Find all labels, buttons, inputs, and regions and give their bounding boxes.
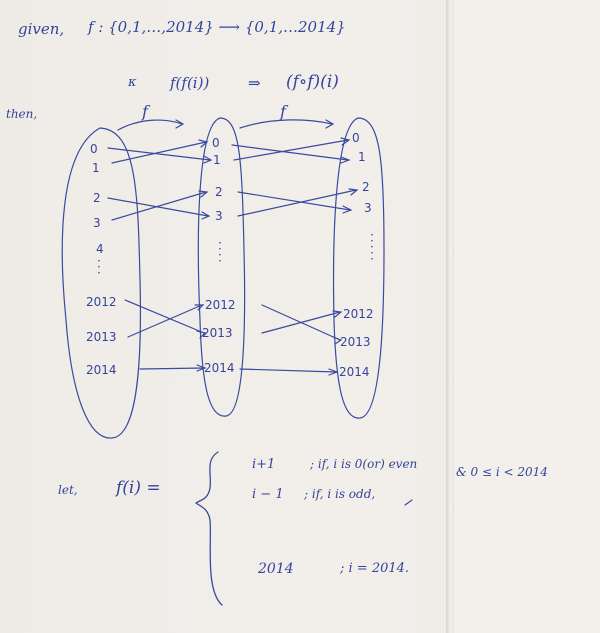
col1-item: 2013 <box>86 330 117 344</box>
composition-rhs: (f∘f)(i) <box>286 72 339 92</box>
case1-expression: i+1 <box>252 457 276 472</box>
f-arrow-1 <box>117 119 183 131</box>
case1-range: & 0 ≤ i < 2014 <box>456 465 548 479</box>
let-label: let, <box>58 483 78 497</box>
map-arrow <box>139 367 205 370</box>
case1-condition: ; if, i is 0(or) even <box>310 457 418 471</box>
col2-item: 2 <box>215 185 223 199</box>
then-label: then, <box>6 107 38 121</box>
map-arrow <box>231 144 349 161</box>
map-arrow <box>107 197 209 217</box>
col2-item: 2012 <box>205 298 236 312</box>
domain-oval <box>61 127 142 439</box>
col3-item: 2013 <box>340 335 371 349</box>
map-arrow <box>127 304 203 338</box>
map-arrow <box>107 147 211 161</box>
cases-brace <box>194 451 223 606</box>
col3-item: 2 <box>362 180 370 194</box>
map-arrow <box>237 189 357 217</box>
map-arrow <box>239 368 337 373</box>
case3-expression: 2014 <box>258 561 294 577</box>
col1-item: 1 <box>92 161 100 175</box>
map-arrow <box>124 299 205 334</box>
col2-item: 2014 <box>204 361 235 375</box>
f-of-i-label: f(i) = <box>116 478 161 498</box>
col2-item: 0 <box>212 136 220 150</box>
col3-item: 3 <box>364 201 372 215</box>
map-arrow <box>111 141 207 164</box>
case3-condition: ; i = 2014. <box>340 561 410 576</box>
notebook-spine <box>446 0 454 633</box>
ellipsis-dots: ···· <box>218 236 222 268</box>
col3-item: 0 <box>352 131 360 145</box>
col3-item: 2014 <box>339 365 370 379</box>
col3-item: 1 <box>358 150 366 164</box>
ellipsis-dots: ··· <box>97 254 101 280</box>
col3-item: 2012 <box>343 307 374 321</box>
col1-item: 0 <box>90 142 98 156</box>
map-arrow <box>261 311 341 334</box>
composition-lhs: f(f(i)) <box>170 74 210 92</box>
composition-prefix: κ <box>128 75 137 90</box>
col2-item: 3 <box>215 209 223 223</box>
col2-item: 2013 <box>202 326 233 340</box>
case2-expression: i − 1 <box>252 487 284 502</box>
ellipsis-dots: ····· <box>370 228 374 266</box>
case2-condition: ; if, i is odd, <box>304 487 376 501</box>
col1-item: 2012 <box>86 295 117 309</box>
f-label-2: f <box>280 102 286 121</box>
codomain-oval <box>332 117 385 419</box>
blank-right-page <box>454 0 600 633</box>
map-arrow <box>111 191 207 221</box>
col1-item: 3 <box>93 216 101 230</box>
f-arrow-2 <box>239 119 333 129</box>
function-definition: f : {0,1,…,2014} ⟶ {0,1,…2014} <box>88 18 346 36</box>
col1-item: 4 <box>96 242 104 256</box>
map-arrow <box>237 191 351 211</box>
col2-item: 1 <box>213 153 221 167</box>
map-arrow <box>233 139 349 161</box>
composition-arrow: ⇒ <box>248 74 261 92</box>
col1-item: 2 <box>93 191 101 205</box>
f-label-1: f <box>142 102 148 121</box>
col1-item: 2014 <box>86 363 117 377</box>
given-label: given, <box>18 20 65 38</box>
